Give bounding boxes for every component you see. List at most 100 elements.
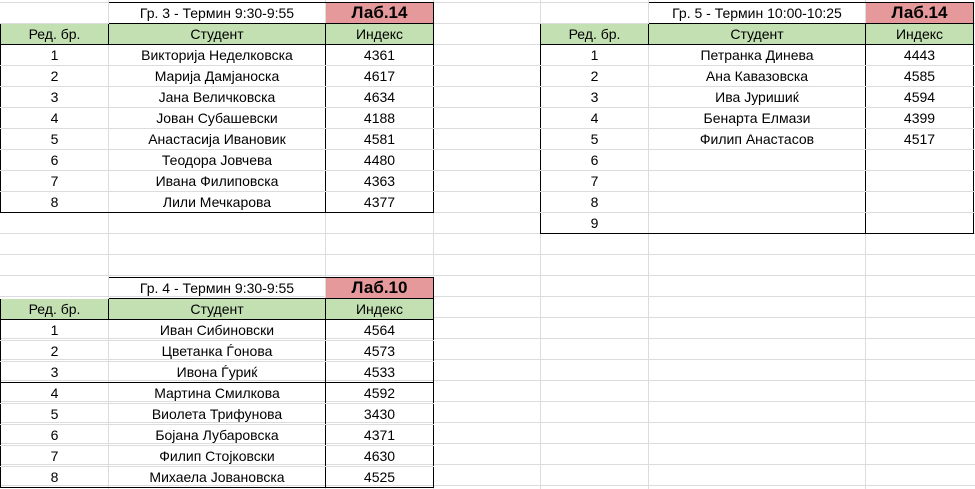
row-number-cell[interactable]: 4 <box>540 107 649 129</box>
group-3-lab-badge[interactable]: Лаб.14 <box>325 2 434 24</box>
header-rownum[interactable]: Ред. бр. <box>0 298 109 320</box>
empty-cell[interactable] <box>1 278 109 299</box>
row-number-cell[interactable]: 1 <box>540 44 649 66</box>
student-index-cell[interactable]: 4480 <box>325 149 434 171</box>
student-index-cell[interactable] <box>865 191 974 213</box>
group-5-title[interactable]: Гр. 5 - Термин 10:00-10:25 <box>648 2 866 24</box>
student-index-cell[interactable]: 4585 <box>865 65 974 87</box>
row-number-cell[interactable]: 5 <box>0 403 109 425</box>
student-index-cell[interactable]: 4517 <box>865 128 974 150</box>
header-index[interactable]: Индекс <box>865 23 974 45</box>
student-name-cell[interactable]: Бенарта Елмази <box>648 107 866 129</box>
student-name-cell[interactable]: Цветанка Ѓонова <box>108 340 326 362</box>
row-number-cell[interactable]: 1 <box>0 319 109 341</box>
row-number-cell[interactable]: 2 <box>540 65 649 87</box>
student-index-cell[interactable]: 4377 <box>325 191 434 213</box>
student-index-cell[interactable]: 4363 <box>325 170 434 192</box>
student-index-cell[interactable]: 3430 <box>325 403 434 425</box>
group-4-title[interactable]: Гр. 4 - Термин 9:30-9:55 <box>108 277 326 299</box>
student-index-cell[interactable]: 4594 <box>865 86 974 108</box>
student-index-cell[interactable]: 4361 <box>325 44 434 66</box>
student-index-cell[interactable]: 4573 <box>325 340 434 362</box>
row-number-cell[interactable]: 2 <box>0 340 109 362</box>
student-name-cell[interactable]: Виолета Трифунова <box>108 403 326 425</box>
student-name-cell[interactable]: Викторија Неделковска <box>108 44 326 66</box>
row-number-cell[interactable]: 3 <box>0 361 109 383</box>
group-5-lab-badge[interactable]: Лаб.14 <box>865 2 974 24</box>
header-student[interactable]: Студент <box>108 23 326 45</box>
header-rownum[interactable]: Ред. бр. <box>0 23 109 45</box>
row-number-cell[interactable]: 8 <box>0 466 109 488</box>
row-number-cell[interactable]: 7 <box>0 445 109 467</box>
row-number-cell[interactable]: 5 <box>0 128 109 150</box>
student-name-cell[interactable]: Марија Дамјаноска <box>108 65 326 87</box>
student-name-cell[interactable] <box>648 212 866 234</box>
student-name-cell[interactable]: Лили Мечкарова <box>108 191 326 213</box>
header-student[interactable]: Студент <box>108 298 326 320</box>
row-number-cell[interactable]: 4 <box>0 382 109 404</box>
student-index-cell[interactable]: 4617 <box>325 65 434 87</box>
student-index-cell[interactable]: 4399 <box>865 107 974 129</box>
student-index-cell[interactable] <box>865 170 974 192</box>
row-number-cell[interactable]: 1 <box>0 44 109 66</box>
student-name-cell[interactable]: Јован Субашевски <box>108 107 326 129</box>
student-name-cell[interactable]: Мартина Смилкова <box>108 382 326 404</box>
row-number-cell[interactable]: 6 <box>540 149 649 171</box>
empty-cell[interactable] <box>1 3 109 24</box>
student-name-cell[interactable]: Теодора Јовчева <box>108 149 326 171</box>
student-name-cell[interactable]: Филип Стојковски <box>108 445 326 467</box>
student-name-cell[interactable]: Филип Анастасов <box>648 128 866 150</box>
student-name-cell[interactable]: Михаела Јовановска <box>108 466 326 488</box>
student-index-cell[interactable]: 4188 <box>325 107 434 129</box>
student-index-cell[interactable]: 4564 <box>325 319 434 341</box>
row-number-cell[interactable]: 7 <box>540 170 649 192</box>
row-number-cell[interactable]: 3 <box>0 86 109 108</box>
student-index-cell[interactable]: 4525 <box>325 466 434 488</box>
group-3-title[interactable]: Гр. 3 - Термин 9:30-9:55 <box>108 2 326 24</box>
student-index-cell[interactable] <box>865 149 974 171</box>
student-name-cell[interactable]: Бојана Лубаровска <box>108 424 326 446</box>
student-index-cell[interactable] <box>865 212 974 234</box>
student-index-cell[interactable]: 4533 <box>325 361 434 383</box>
student-name-cell[interactable] <box>648 149 866 171</box>
group-3-title-row: Гр. 3 - Термин 9:30-9:55 Лаб.14 <box>1 2 434 24</box>
header-rownum[interactable]: Ред. бр. <box>540 23 649 45</box>
row-number-cell[interactable]: 9 <box>540 212 649 234</box>
student-index-cell[interactable]: 4630 <box>325 445 434 467</box>
row-number-cell[interactable]: 6 <box>0 149 109 171</box>
student-index-cell[interactable]: 4443 <box>865 44 974 66</box>
grid-line <box>0 191 975 192</box>
student-name-cell[interactable]: Ана Кавазовска <box>648 65 866 87</box>
row-number-cell[interactable]: 3 <box>540 86 649 108</box>
student-index-cell[interactable]: 4592 <box>325 382 434 404</box>
row-number-cell[interactable]: 6 <box>0 424 109 446</box>
student-name-cell[interactable] <box>648 191 866 213</box>
row-number-cell[interactable]: 2 <box>0 65 109 87</box>
header-index[interactable]: Индекс <box>325 298 434 320</box>
student-name-cell[interactable]: Ива Јуришиќ <box>648 86 866 108</box>
table-row: 6 <box>540 149 974 171</box>
student-name-cell[interactable]: Ивона Ѓуриќ <box>108 361 326 383</box>
student-name-cell[interactable]: Анастасија Ивановик <box>108 128 326 150</box>
student-name-cell[interactable] <box>648 170 866 192</box>
student-name-cell[interactable]: Јана Величковска <box>108 86 326 108</box>
student-name-cell[interactable]: Ивана Филиповска <box>108 170 326 192</box>
row-number-cell[interactable]: 8 <box>540 191 649 213</box>
row-number-cell[interactable]: 5 <box>540 128 649 150</box>
header-index[interactable]: Индекс <box>325 23 434 45</box>
student-index-cell[interactable]: 4581 <box>325 128 434 150</box>
row-number-cell[interactable]: 8 <box>0 191 109 213</box>
empty-cell[interactable] <box>541 3 649 24</box>
group-4-lab-badge[interactable]: Лаб.10 <box>325 277 434 299</box>
student-index-cell[interactable]: 4634 <box>325 86 434 108</box>
row-number-cell[interactable]: 7 <box>0 170 109 192</box>
header-student[interactable]: Студент <box>648 23 866 45</box>
student-index-cell[interactable]: 4371 <box>325 424 434 446</box>
student-name-cell[interactable]: Петранка Динева <box>648 44 866 66</box>
student-name-cell[interactable]: Иван Сибиновски <box>108 319 326 341</box>
table-row: 8 <box>540 191 974 213</box>
grid-line <box>0 2 975 3</box>
row-number-cell[interactable]: 4 <box>0 107 109 129</box>
